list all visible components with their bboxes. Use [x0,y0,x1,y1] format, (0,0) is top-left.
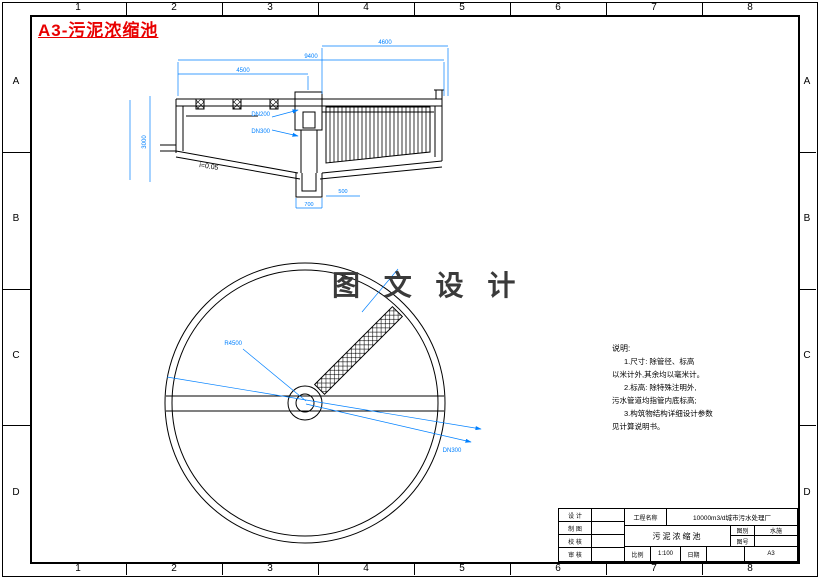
project-name-cell: 10000m3/d城市污水处理厂 [667,509,797,526]
frame-tick [414,3,415,15]
scale-value-cell: 1:100 [651,547,681,561]
titleblock-sign-cell [592,535,625,548]
frame-tick [798,425,816,426]
grid-ref-label: 8 [747,2,753,13]
grid-ref-label: D [12,487,20,498]
sheet-size-cell: A3 [767,551,775,557]
frame-tick [318,3,319,15]
frame-tick [126,3,127,15]
frame-tick [510,3,511,15]
radius-label: R4500 [224,341,242,347]
scale-label-cell: 比例 [625,547,651,561]
grid-ref-label: A [803,76,811,87]
grid-ref-label: C [12,350,20,361]
dim-label: 500 [338,189,347,195]
titleblock-row-label: 制 图 [559,522,592,535]
note-line: 2.标高: 除特殊注明外, [624,383,697,392]
scraper-arm-truss [313,305,404,396]
titleblock-sign-cell [592,548,625,561]
date-label-cell: 日期 [681,547,707,561]
dim-label: 3000 [142,135,148,149]
section-view: i=0.05 [160,89,444,198]
dim-label: 4500 [236,68,250,74]
grid-ref-label: 5 [459,563,465,574]
note-line: 1.尺寸: 除管径、标高 [624,357,695,366]
frame-tick [606,3,607,15]
grid-ref-label: 3 [267,2,273,13]
grid-ref-label: A [12,76,20,87]
grid-ref-label: 6 [555,563,561,574]
plan-view [164,262,446,544]
frame-tick [798,152,816,153]
frame-tick [510,562,511,575]
pipe-label: DN200 [251,112,270,118]
watermark-text: 图 文 设 计 [332,270,524,301]
dim-label: 4600 [378,40,392,46]
frame-tick [798,289,816,290]
frame-tick [126,562,127,575]
grid-ref-label: 3 [267,563,273,574]
note-line: 污水管道均指管内底标高; [612,396,697,405]
frame-tick [222,562,223,575]
grid-ref-label: 4 [363,563,369,574]
grid-ref-label: B [803,213,811,224]
frame-tick [702,3,703,15]
titleblock-sign-cell [592,522,625,535]
note-line: 见计算说明书。 [612,422,665,431]
slope-label: i=0.05 [199,162,219,172]
dim-label: 700 [304,202,313,208]
titleblock-sign-cell [592,509,625,522]
pipe-label: DN300 [251,129,270,135]
grid-ref-label: 2 [171,2,177,13]
frame-tick [222,3,223,15]
frame-tick [414,562,415,575]
grid-ref-label: C [803,350,811,361]
note-line: 3.构筑物结构详细设计参数 [624,409,713,418]
frame-tick [3,289,30,290]
frame-tick [702,562,703,575]
pipe-label: DN300 [443,448,462,454]
section-dimensions: 4600 9400 4500 3000 700 500 DN200 DN300 [129,40,449,209]
type-value-cell: 水施 [755,526,797,536]
note-line: 以米计外,其余均以毫米计。 [612,370,705,379]
number-value-cell [755,536,797,547]
notes-block: 说明: 1.尺寸: 除管径、标高 以米计外,其余均以毫米计。 2.标高: 除特殊… [612,342,752,433]
date-value-cell [707,547,745,561]
grid-ref-label: 7 [651,2,657,13]
grid-ref-label: 6 [555,2,561,13]
drawing-title: A3-污泥浓缩池 [38,21,159,40]
grid-ref-label: D [803,487,811,498]
titleblock-row-label: 设 计 [559,509,592,522]
grid-ref-label: 5 [459,2,465,13]
notes-title: 说明: [612,344,631,353]
grid-ref-label: 2 [171,563,177,574]
number-label-cell: 图号 [731,536,755,547]
frame-tick [3,152,30,153]
grid-ref-label: B [12,213,20,224]
plan-dimensions: R4500 DN300 [166,268,482,454]
grid-ref-label: 1 [75,2,81,13]
grid-ref-label: 7 [651,563,657,574]
frame-tick [318,562,319,575]
project-label-cell: 工程名称 [625,509,667,526]
dim-label: 9400 [304,54,318,60]
grid-ref-label: 8 [747,563,753,574]
frame-tick [3,425,30,426]
frame-tick [606,562,607,575]
titleblock-row-label: 审 核 [559,548,592,561]
drawing-name-cell: 污泥浓缩池 [625,526,731,547]
title-block: 设 计 制 图 校 核 审 核 工程名称 10000m3/d城市污水处理厂 污泥… [558,508,798,562]
grid-ref-label: 4 [363,2,369,13]
type-label-cell: 图别 [731,526,755,536]
titleblock-row-label: 校 核 [559,535,592,548]
grid-ref-label: 1 [75,563,81,574]
